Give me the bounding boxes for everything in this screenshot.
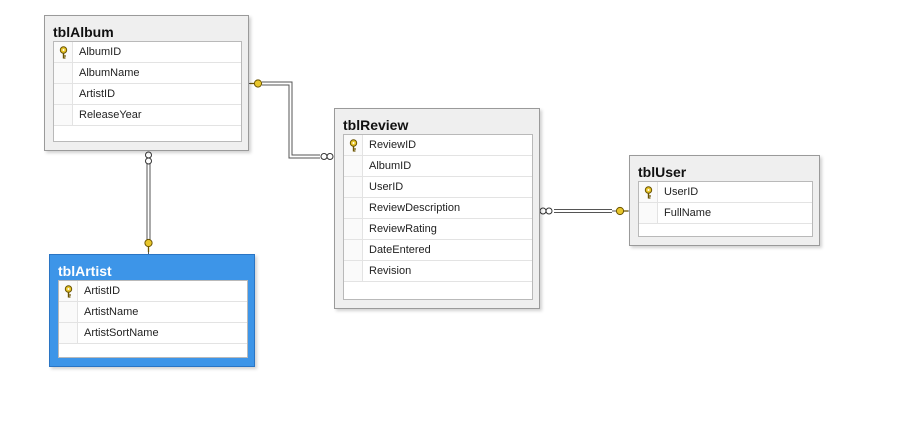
many-end-infinity-icon xyxy=(320,153,334,160)
column-row[interactable]: ArtistID xyxy=(59,281,247,302)
column-name: ReviewDescription xyxy=(369,202,461,214)
column-name: ArtistName xyxy=(84,306,139,318)
primary-key-icon xyxy=(644,186,653,199)
column-row[interactable]: ArtistName xyxy=(59,302,247,323)
column-row[interactable]: ArtistID xyxy=(54,84,241,105)
column-name: Revision xyxy=(369,265,412,277)
column-list: AlbumID AlbumName ArtistID ReleaseYear xyxy=(53,41,242,142)
one-end-key-icon xyxy=(615,206,628,216)
one-end-key-icon xyxy=(250,79,263,88)
column-name: ReviewRating xyxy=(369,223,437,235)
column-row[interactable]: DateEntered xyxy=(344,240,532,261)
one-end-key-icon xyxy=(144,238,153,252)
column-row[interactable]: ReviewDescription xyxy=(344,198,532,219)
column-row[interactable]: ReviewRating xyxy=(344,219,532,240)
table-tblAlbum[interactable]: tblAlbum AlbumID AlbumName ArtistID xyxy=(44,15,249,151)
relationship-album-review[interactable] xyxy=(248,79,334,160)
column-name: AlbumID xyxy=(79,46,122,58)
table-tblReview[interactable]: tblReview ReviewID AlbumID UserID xyxy=(334,108,540,309)
column-name: FullName xyxy=(664,207,712,219)
column-name: UserID xyxy=(664,186,699,198)
column-row[interactable]: UserID xyxy=(344,177,532,198)
column-list: ReviewID AlbumID UserID ReviewDescriptio… xyxy=(343,134,533,300)
column-name: AlbumID xyxy=(369,160,412,172)
primary-key-icon xyxy=(59,46,68,59)
column-name: ReleaseYear xyxy=(79,109,142,121)
column-name: ArtistSortName xyxy=(84,327,159,339)
column-name: AlbumName xyxy=(79,67,140,79)
column-row[interactable]: FullName xyxy=(639,203,812,224)
primary-key-icon xyxy=(64,285,73,298)
table-tblUser[interactable]: tblUser UserID FullName xyxy=(629,155,820,246)
relationship-artist-album[interactable] xyxy=(144,151,153,254)
relationship-user-review[interactable] xyxy=(539,206,630,216)
column-row[interactable]: AlbumID xyxy=(54,42,241,63)
column-row[interactable]: ArtistSortName xyxy=(59,323,247,344)
column-row[interactable]: ReviewID xyxy=(344,135,532,156)
column-row[interactable]: UserID xyxy=(639,182,812,203)
column-name: UserID xyxy=(369,181,404,193)
primary-key-icon xyxy=(349,139,358,152)
column-name: ArtistID xyxy=(79,88,116,100)
column-row[interactable]: AlbumName xyxy=(54,63,241,84)
column-name: ArtistID xyxy=(84,285,121,297)
many-end-infinity-icon xyxy=(539,207,553,215)
table-title: tblUser xyxy=(638,164,687,180)
column-row[interactable]: AlbumID xyxy=(344,156,532,177)
table-title: tblArtist xyxy=(58,263,112,279)
column-name: ReviewID xyxy=(369,139,417,151)
column-row[interactable]: ReleaseYear xyxy=(54,105,241,126)
table-title: tblReview xyxy=(343,117,409,133)
many-end-infinity-icon xyxy=(145,151,152,165)
table-tblArtist[interactable]: tblArtist ArtistID ArtistName Artist xyxy=(49,254,255,367)
column-list: UserID FullName xyxy=(638,181,813,237)
column-row[interactable]: Revision xyxy=(344,261,532,282)
column-list: ArtistID ArtistName ArtistSortName xyxy=(58,280,248,358)
column-name: DateEntered xyxy=(369,244,431,256)
table-title: tblAlbum xyxy=(53,24,114,40)
